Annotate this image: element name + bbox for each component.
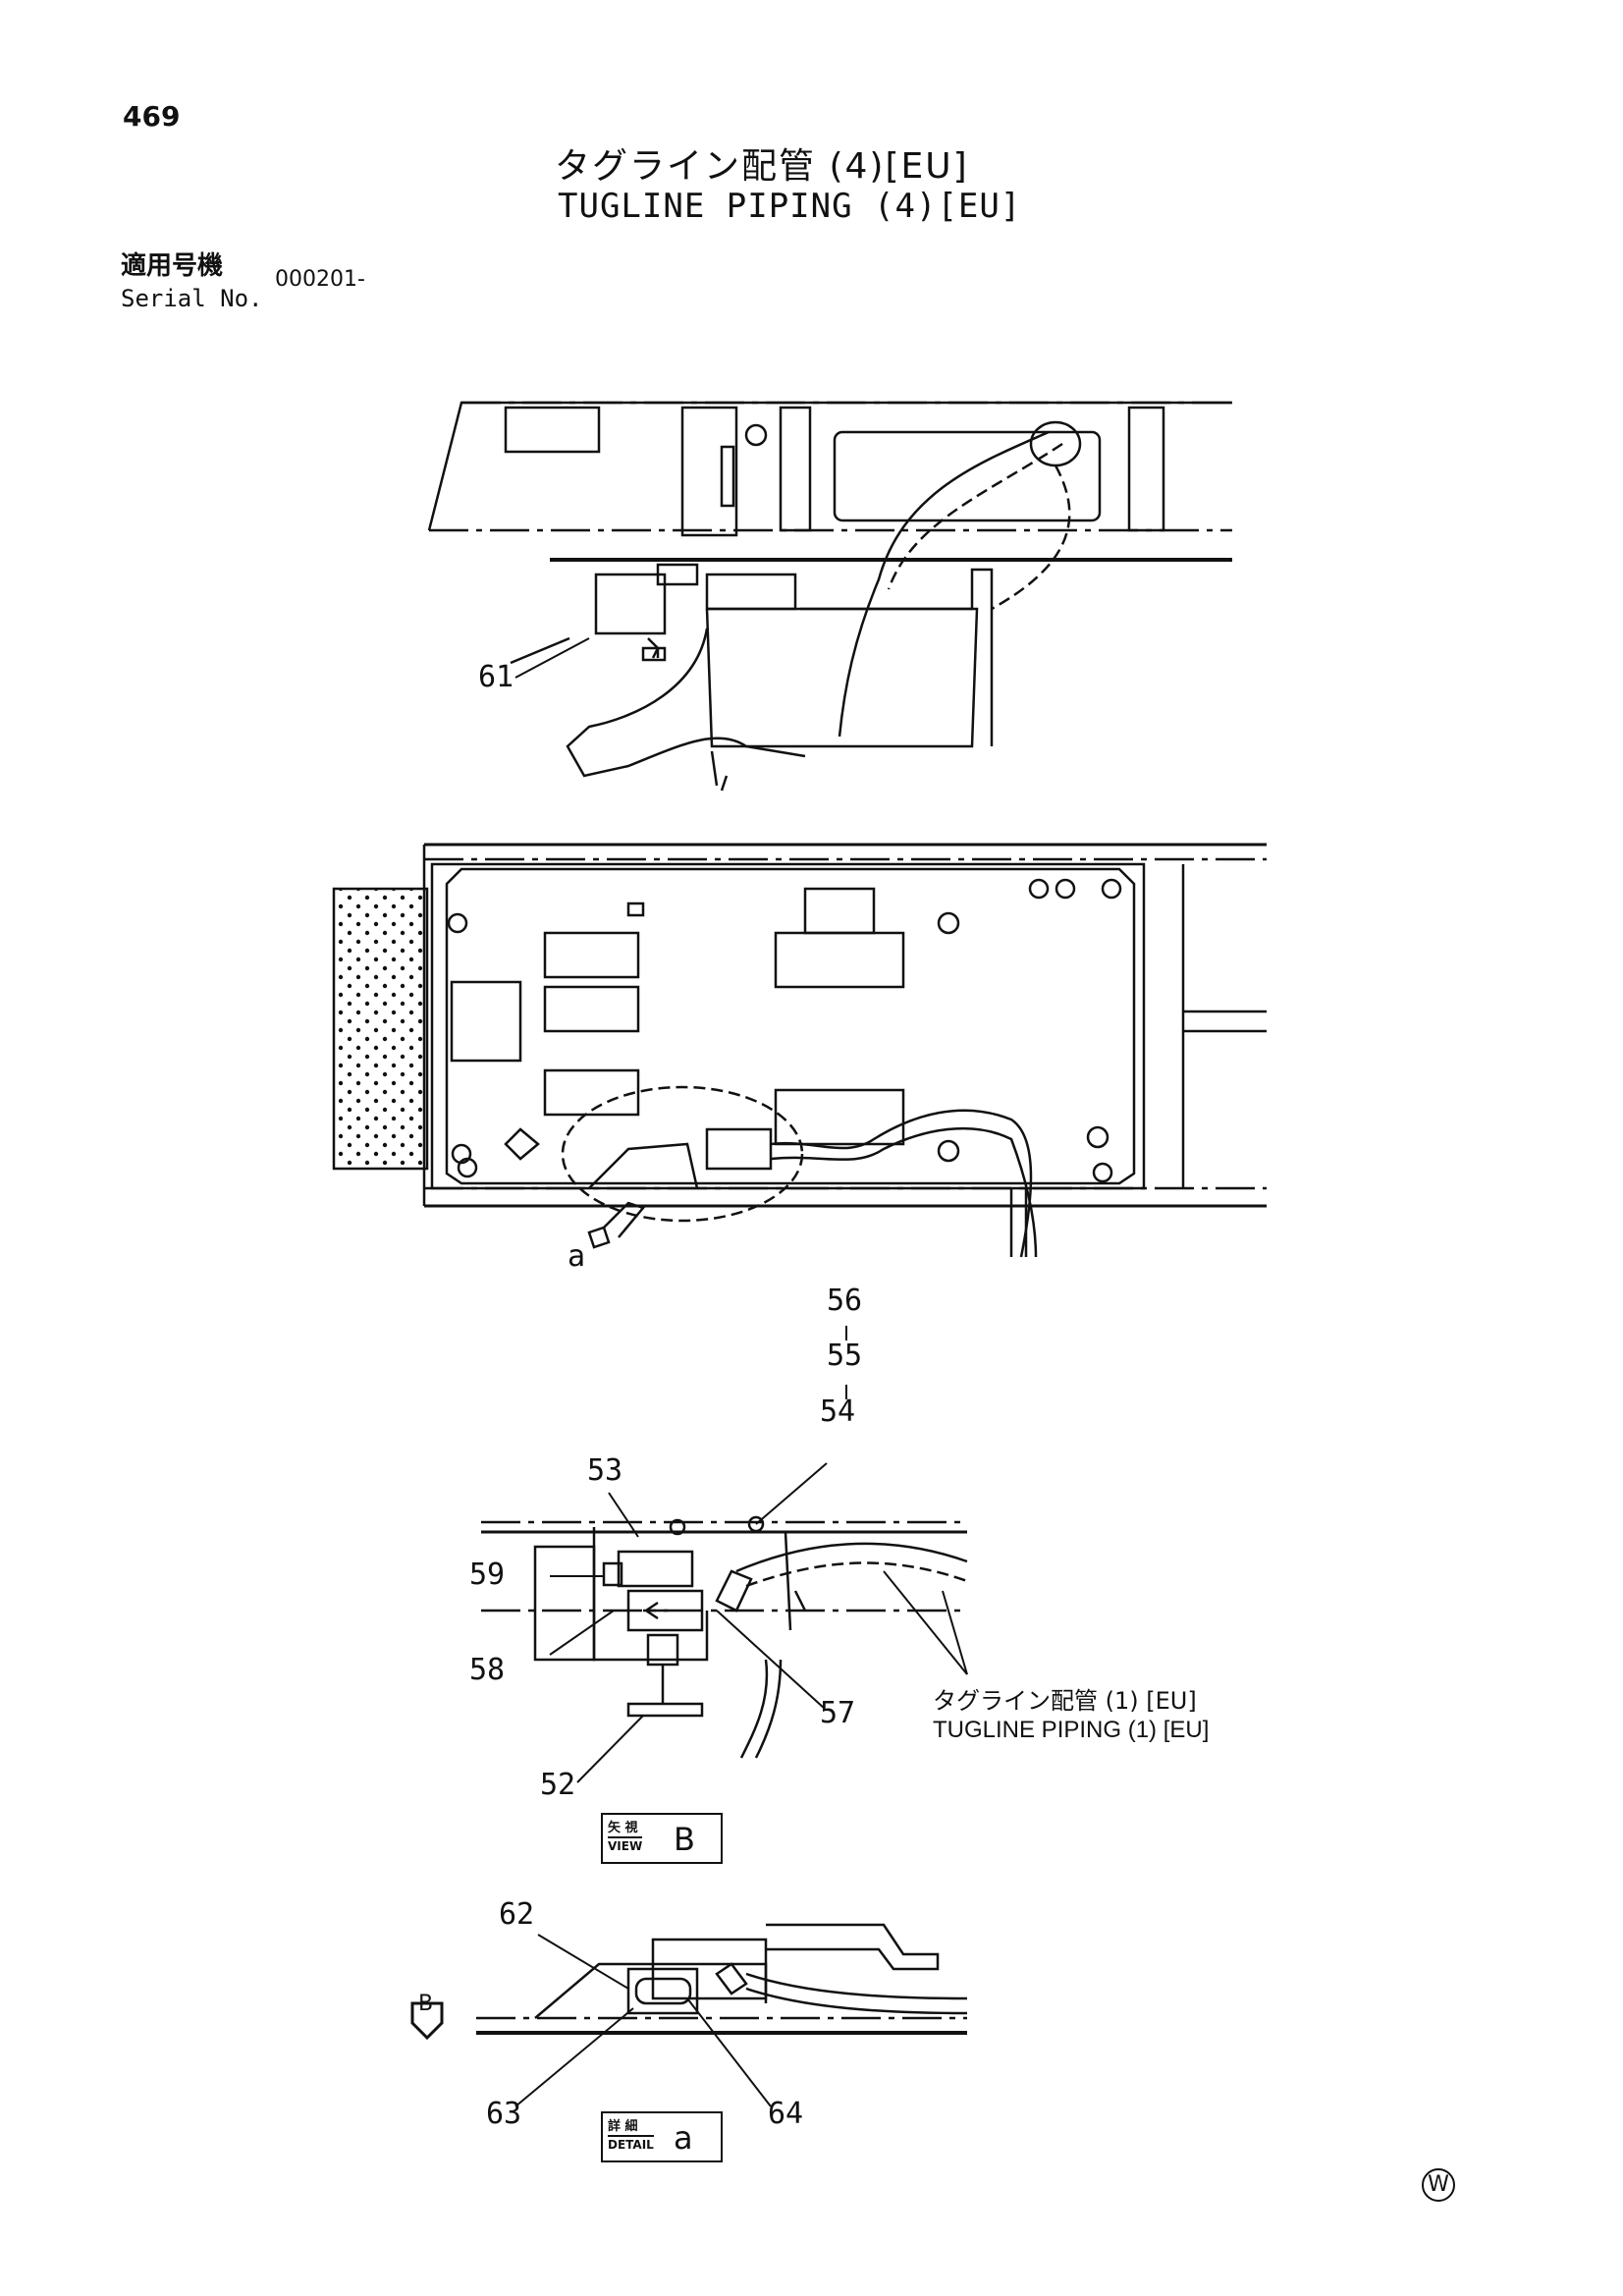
view-box-bottom-text: VIEW — [608, 1836, 643, 1853]
callout-61: 61 — [478, 660, 514, 694]
callout-59: 59 — [469, 1558, 506, 1592]
detail-a-drawing — [410, 1923, 968, 2041]
callout-54: 54 — [820, 1394, 856, 1429]
serial-label-japanese: 適用号機 — [121, 251, 224, 281]
view-b-drawing — [481, 1515, 968, 1759]
detail-box-letter: a — [674, 2119, 693, 2157]
view-box-top-text: 矢 視 — [608, 1821, 638, 1835]
corner-mark: W — [1422, 2168, 1455, 2202]
detail-box-top-text: 詳 細 — [608, 2119, 638, 2134]
callout-52: 52 — [540, 1768, 576, 1802]
callout-64: 64 — [768, 2097, 804, 2131]
callout-53: 53 — [587, 1453, 623, 1488]
page-number: 469 — [123, 100, 181, 133]
title-japanese: タグライン配管 (4)[EU] — [555, 146, 969, 187]
title-english: TUGLINE PIPING (4)[EU] — [558, 187, 1022, 226]
callout-55: 55 — [827, 1339, 863, 1373]
detail-box-bottom-text: DETAIL — [608, 2135, 654, 2152]
detail-a-label-box: 詳 細 DETAIL a — [601, 2111, 723, 2162]
callout-a: a — [568, 1239, 586, 1274]
view-b-label-box: 矢 視 VIEW B — [601, 1813, 723, 1864]
view-arrow-letter: B — [418, 1992, 434, 2016]
reference-label-english: TUGLINE PIPING (1) [EU] — [933, 1717, 1210, 1743]
reference-label-japanese: タグライン配管 (1) [EU] — [933, 1687, 1197, 1715]
serial-number-value: 000201- — [275, 267, 365, 292]
callout-62: 62 — [499, 1897, 535, 1932]
top-view-frame — [332, 843, 1267, 1258]
side-view-frame — [427, 401, 1232, 792]
callout-58: 58 — [469, 1653, 506, 1687]
callout-56: 56 — [827, 1284, 863, 1318]
callout-57: 57 — [820, 1696, 856, 1730]
serial-label-english: Serial No. — [121, 285, 263, 312]
view-box-letter: B — [674, 1821, 695, 1858]
callout-63: 63 — [486, 2097, 522, 2131]
leader-lines — [514, 637, 968, 2107]
